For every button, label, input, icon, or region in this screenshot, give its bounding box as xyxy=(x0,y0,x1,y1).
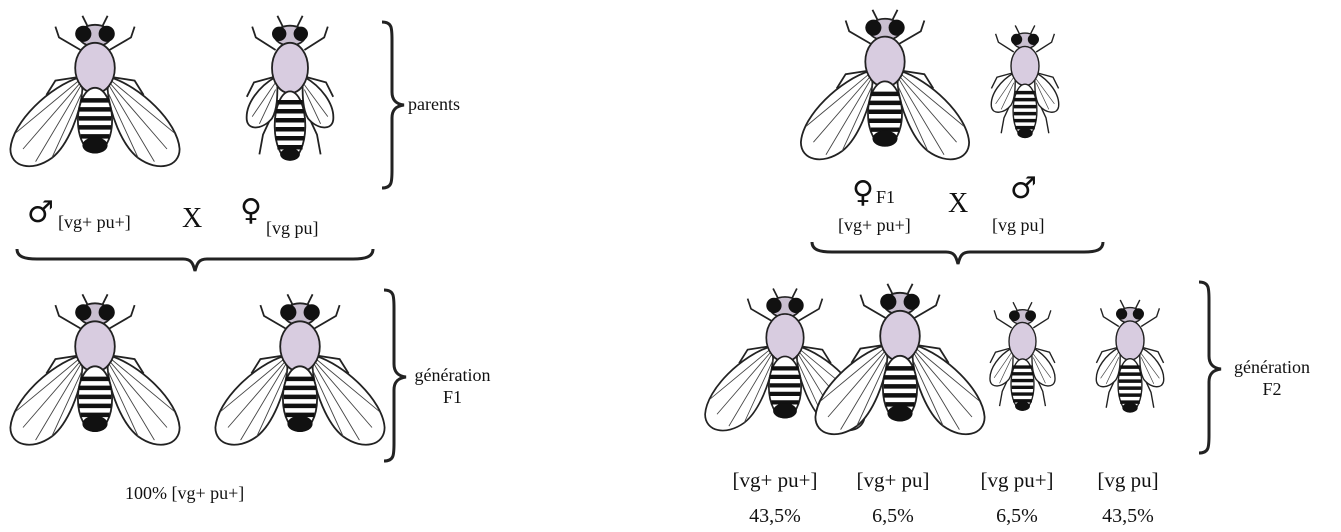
f2-percent-3: 6,5% xyxy=(962,506,1072,526)
parent-female-fly-illustration xyxy=(200,12,380,187)
f2-label-line2: F2 xyxy=(1222,380,1322,398)
f2-genotype-4: [vg pu] xyxy=(1078,470,1178,491)
parent-female-genotype: [vg pu] xyxy=(266,219,319,237)
f2-genotype-3: [vg pu+] xyxy=(962,470,1072,491)
f2-fly-vg-pu xyxy=(1060,280,1200,450)
parent-male-genotype: [vg+ pu+] xyxy=(58,213,131,231)
f1-fly-illustration-1 xyxy=(5,288,185,468)
right-male-symbol: ♂ xyxy=(1010,174,1037,204)
f2-percent-1: 43,5% xyxy=(715,506,835,526)
male-symbol: ♂ xyxy=(27,198,54,228)
f2-brace xyxy=(1195,280,1225,455)
right-cross-brace xyxy=(810,238,1105,268)
cross-symbol: X xyxy=(182,205,202,233)
f2-percent-2: 6,5% xyxy=(838,506,948,526)
parent-male-fly-illustration xyxy=(5,12,185,187)
f2-label-line1: génération xyxy=(1222,358,1322,376)
male-vg-pu-fly-illustration xyxy=(955,8,1095,173)
parents-label: parents xyxy=(408,95,460,113)
female-symbol: ♀ xyxy=(240,196,262,226)
f1-female-symbol: ♀ xyxy=(852,178,874,208)
right-male-genotype: [vg pu] xyxy=(992,216,1045,234)
f1-female-label: F1 xyxy=(876,188,895,206)
f2-genotype-1: [vg+ pu+] xyxy=(715,470,835,491)
f1-fly-illustration-2 xyxy=(210,288,390,468)
parents-brace xyxy=(378,20,408,190)
right-cross-symbol: X xyxy=(948,190,968,218)
f1-female-genotype: [vg+ pu+] xyxy=(838,216,911,234)
cross-brace xyxy=(15,245,375,275)
f2-percent-4: 43,5% xyxy=(1078,506,1178,526)
f1-female-fly-illustration xyxy=(795,8,975,178)
f1-label-line2: F1 xyxy=(405,388,500,406)
f1-result: 100% [vg+ pu+] xyxy=(125,484,244,502)
f2-genotype-2: [vg+ pu] xyxy=(838,470,948,491)
f1-label-line1: génération xyxy=(405,366,500,384)
